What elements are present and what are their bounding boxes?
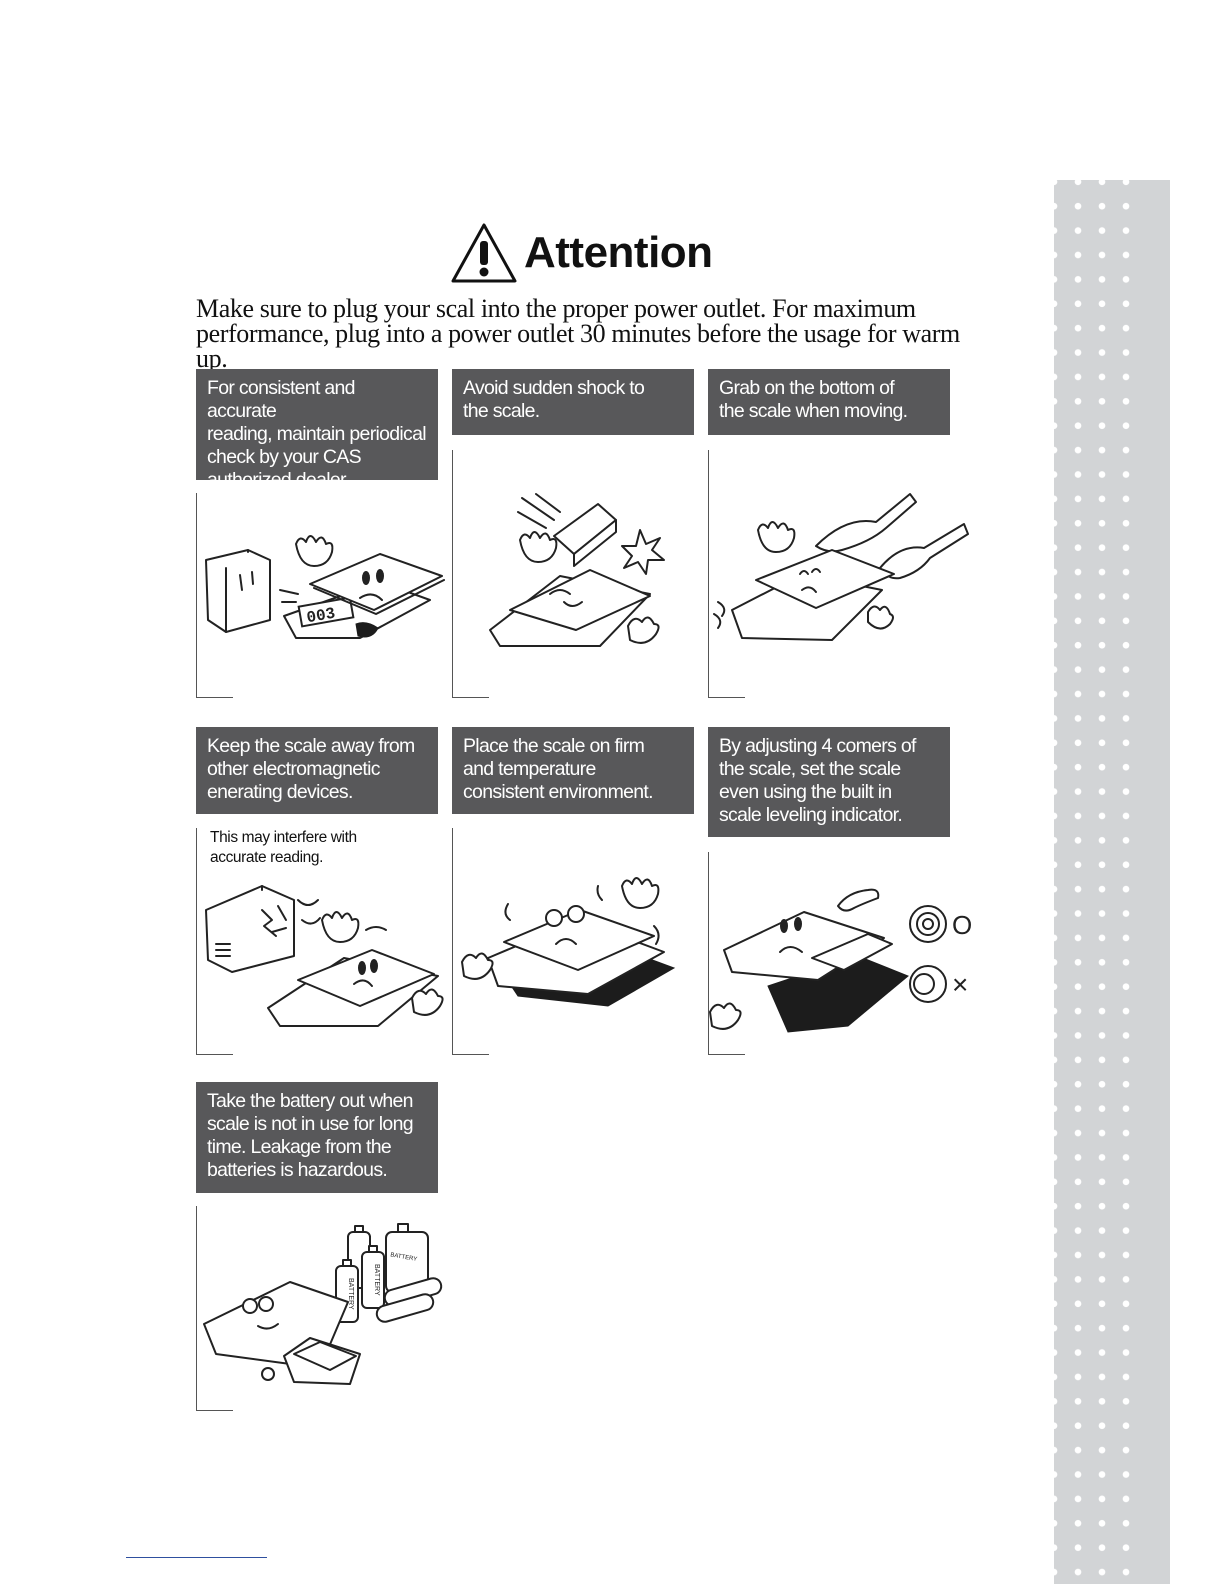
intro-line: performance, plug into a power outlet 30… (196, 319, 960, 373)
caption-line: Place the scale on firm (463, 735, 645, 757)
scale-moving-illustration (713, 493, 969, 641)
battery-label: BATTERY (390, 1252, 418, 1263)
caption-leveling: By adjusting 4 comers of the scale, set … (708, 727, 950, 837)
caption-line: scale leveling indicator. (719, 804, 903, 826)
scale-electromagnetic-illustration (205, 885, 444, 1027)
caption-line: the scale when moving. (719, 400, 908, 422)
caption-line: other electromagnetic (207, 758, 381, 780)
illustration-frame (452, 450, 489, 698)
intro-paragraph: Make sure to plug your scal into the pro… (196, 294, 996, 373)
caption-line: enerating devices. (207, 781, 353, 803)
note-line: This may interfere with (210, 829, 357, 846)
caption-battery: Take the battery out when scale is not i… (196, 1082, 438, 1193)
scale-dealer-check-illustration: 003 (205, 535, 445, 639)
battery-label: BATTERY (347, 1278, 354, 1310)
caption-line: and temperature (463, 758, 596, 780)
intro-line: Make sure to plug your scal into the pro… (196, 294, 916, 323)
caption-line: check by your CAS (207, 446, 362, 468)
caption-line: Avoid sudden shock to (463, 377, 645, 399)
illustration-frame (708, 450, 745, 698)
caption-line: consistent environment. (463, 781, 654, 803)
scale-battery-illustration: BATTERY BATTERY BATTERY (203, 1223, 443, 1385)
caption-line: Keep the scale away from (207, 735, 415, 757)
caption-avoid-shock: Avoid sudden shock to the scale. (452, 369, 694, 435)
level-ok-mark: O (952, 910, 972, 940)
caption-line: the scale. (463, 400, 540, 422)
illustration-frame (196, 493, 233, 698)
display-readout: 003 (305, 605, 337, 628)
interference-note: This may interfere with accurate reading… (210, 828, 357, 868)
caption-line: By adjusting 4 comers of (719, 735, 916, 757)
illustration-frame (452, 828, 489, 1055)
caption-line: Take the battery out when (207, 1090, 414, 1112)
caption-line: even using the built in (719, 781, 892, 803)
warning-triangle-icon (451, 223, 517, 283)
illustration-frame (196, 828, 233, 1055)
level-bad-mark: × (952, 969, 968, 1000)
caption-line: scale is not in use for long (207, 1113, 414, 1135)
caption-firm-surface: Place the scale on firm and temperature … (452, 727, 694, 814)
battery-label: BATTERY (373, 1264, 380, 1296)
caption-line: Grab on the bottom of (719, 377, 895, 399)
footer-rule (126, 1557, 267, 1558)
caption-line: reading, maintain periodical (207, 423, 427, 445)
scale-leveling-illustration: O × (709, 888, 972, 1033)
caption-grab-bottom: Grab on the bottom of the scale when mov… (708, 369, 950, 435)
scale-shock-illustration (489, 493, 665, 647)
caption-maintenance-check: For consistent and accurate reading, mai… (196, 369, 438, 491)
caption-line: time. Leakage from the (207, 1136, 392, 1158)
illustration-frame (196, 1206, 233, 1411)
caption-line: batteries is hazardous. (207, 1159, 388, 1181)
caption-line: authorized dealer. (207, 469, 350, 491)
illustration-frame (708, 852, 745, 1055)
scale-firm-surface-illustration (461, 877, 676, 1007)
decorative-sidebar-edge (1136, 180, 1170, 1584)
page-title: Attention (524, 228, 713, 277)
attention-header: Attention (450, 220, 713, 286)
caption-electromagnetic: Keep the scale away from other electroma… (196, 727, 438, 814)
caption-line: For consistent and accurate (207, 377, 356, 422)
caption-line: the scale, set the scale (719, 758, 901, 780)
note-line: accurate reading. (210, 849, 323, 866)
